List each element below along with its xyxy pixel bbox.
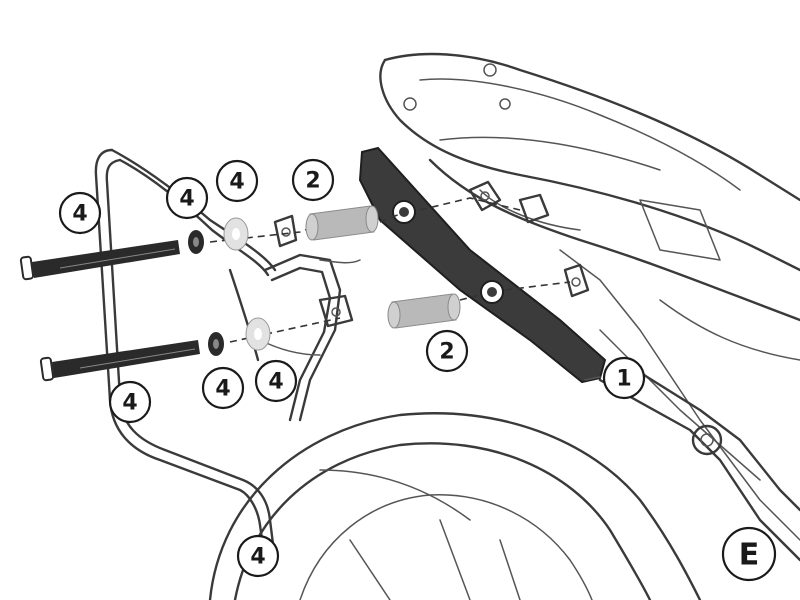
sidecase-holder-frame	[94, 148, 361, 562]
callout-circle	[291, 158, 335, 202]
callout-1-5: 1	[602, 356, 646, 400]
bolt-lower	[39, 340, 200, 382]
callout-label: 4	[250, 545, 265, 570]
callout-4-6: 4	[108, 380, 152, 424]
callout-circle	[254, 359, 298, 403]
callout-label: 2	[439, 340, 454, 365]
callout-4-2: 4	[215, 159, 259, 203]
callout-circle	[721, 526, 777, 582]
leader-lines	[584, 376, 601, 381]
spacer-lower	[387, 293, 461, 329]
callout-label: 4	[215, 377, 230, 402]
callout-2-3: 2	[291, 158, 335, 202]
callout-4-8: 4	[254, 359, 298, 403]
callout-4-1: 4	[165, 176, 209, 220]
callout-label: 4	[268, 370, 283, 395]
rear-wheel	[208, 412, 702, 600]
callout-label: 4	[72, 202, 87, 227]
callout-circle	[425, 329, 469, 373]
side-plate	[358, 146, 607, 384]
callout-4-7: 4	[201, 366, 245, 410]
callout-2-4: 2	[425, 329, 469, 373]
callout-circle	[165, 176, 209, 220]
callout-label: 4	[229, 170, 244, 195]
frame-lugs	[468, 180, 590, 298]
subframe-bracket	[598, 358, 800, 562]
washer-lower	[245, 317, 271, 351]
bolt-upper	[19, 240, 180, 281]
callout-circle	[201, 366, 245, 410]
callout-label: 4	[179, 187, 194, 212]
washer-upper	[223, 217, 249, 251]
callout-circle	[236, 534, 280, 578]
callout-circle	[108, 380, 152, 424]
side-plate-body	[358, 146, 607, 384]
nut-lower	[208, 332, 224, 356]
callout-4-0: 4	[58, 191, 102, 235]
callout-label: 2	[305, 169, 320, 194]
nut-upper	[188, 230, 204, 254]
callout-label: E	[739, 538, 760, 573]
callout-label: 1	[616, 367, 631, 392]
callout-e-10: E	[721, 526, 777, 582]
callout-circle	[602, 356, 646, 400]
callout-4-9: 4	[236, 534, 280, 578]
callout-circle	[58, 191, 102, 235]
callout-label: 4	[122, 391, 137, 416]
spacer-upper	[305, 205, 379, 241]
callout-circle	[215, 159, 259, 203]
